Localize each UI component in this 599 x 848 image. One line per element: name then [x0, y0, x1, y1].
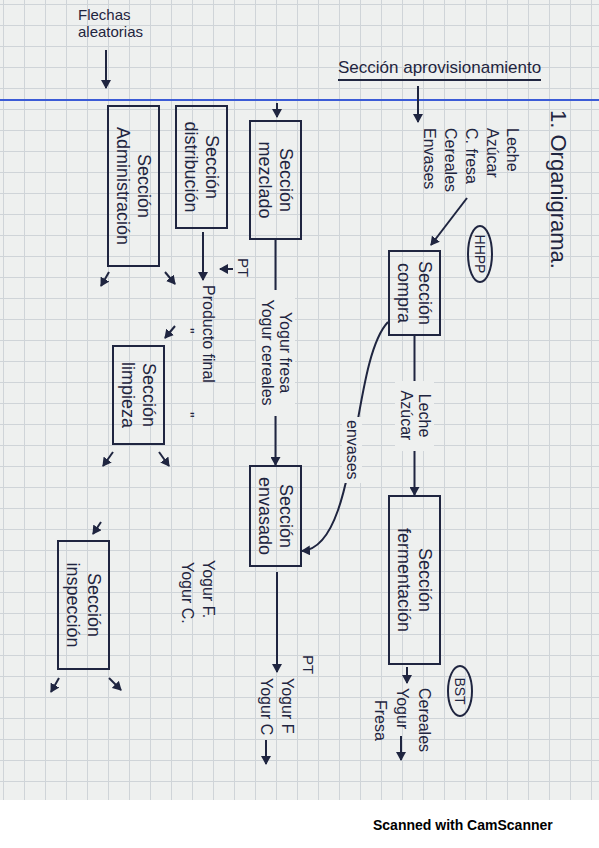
arrow: [220, 268, 233, 270]
section-box: Sección inspección: [57, 540, 110, 670]
arrow: [400, 736, 402, 760]
section-box: Sección compra: [388, 250, 441, 336]
note-label: Azúcar: [483, 128, 501, 178]
note-label: ": [178, 412, 196, 418]
section-box: Sección envasado: [249, 465, 302, 567]
section-box: Sección distribución: [175, 105, 228, 229]
edge-label: Yogur fresa Yogur cereales: [256, 290, 295, 416]
box-text: Sección Administración: [113, 113, 154, 259]
box-text: Sección limpieza: [118, 353, 159, 437]
arrow: [276, 103, 278, 117]
note-label: Sección aprovisionamiento: [338, 58, 541, 81]
box-text: BST: [452, 673, 468, 709]
section-box: Sección mezclado: [249, 120, 302, 240]
edge-label: Leche Azúcar: [395, 381, 434, 451]
arrow: [105, 50, 107, 88]
rotated-sheet: 1. Organigrama.LecheAzúcarC. fresaCereal…: [0, 100, 599, 848]
random-arrow: [103, 452, 113, 466]
note-label: Producto final: [199, 285, 217, 383]
box-text: Sección envasado: [255, 473, 296, 559]
circled-tag: HHPP: [467, 225, 493, 283]
connector: [302, 322, 388, 551]
section-box: Sección fermentación: [388, 495, 441, 665]
note-label: PT: [235, 258, 252, 277]
note-label: C. fresa: [462, 128, 480, 184]
note-label: Flechas aleatorias: [78, 6, 160, 41]
note-label: Yogur C: [257, 678, 275, 735]
box-text: Sección mezclado: [255, 128, 296, 232]
box-text: Sección distribución: [181, 113, 222, 221]
box-text: Sección compra: [394, 258, 435, 328]
random-arrow: [159, 452, 169, 466]
random-arrow: [101, 272, 109, 286]
box-text: Sección fermentación: [394, 503, 435, 657]
arrow: [417, 86, 419, 122]
note-label: Yogur F: [278, 678, 296, 733]
arrow: [276, 572, 278, 672]
sheet-drawing: [0, 100, 599, 848]
random-arrow: [109, 678, 121, 690]
note-label: Cereales: [441, 128, 459, 192]
note-label: Yogur F.: [199, 560, 217, 618]
random-arrow: [165, 326, 175, 338]
note-label: ": [178, 328, 196, 334]
arrow: [202, 232, 204, 280]
random-arrow: [165, 272, 175, 284]
edge-label: envases: [342, 417, 362, 483]
note-label: Cereales: [415, 688, 433, 752]
random-arrow: [51, 678, 59, 692]
note-label: PT: [300, 655, 317, 674]
box-text: Sección inspección: [63, 548, 104, 662]
note-label: Yogur: [393, 688, 411, 729]
watermark: Scanned with CamScanner: [373, 817, 553, 833]
box-text: HHPP: [472, 233, 488, 275]
margin-line: [0, 99, 599, 101]
note-label: Envases: [420, 128, 438, 189]
circled-tag: BST: [447, 665, 473, 717]
arrow: [265, 740, 267, 764]
note-label: Leche: [503, 128, 521, 172]
section-box: Sección limpieza: [112, 345, 165, 445]
note-label: Yogur C.: [178, 562, 196, 624]
note-label: 1. Organigrama.: [546, 110, 571, 269]
random-arrow: [93, 522, 101, 534]
circle-outline: [468, 226, 492, 282]
circle-outline: [448, 666, 472, 716]
note-label: Fresa: [371, 700, 389, 741]
arrow: [431, 198, 467, 245]
arrow: [406, 667, 408, 683]
section-box: Sección Administración: [107, 105, 160, 267]
